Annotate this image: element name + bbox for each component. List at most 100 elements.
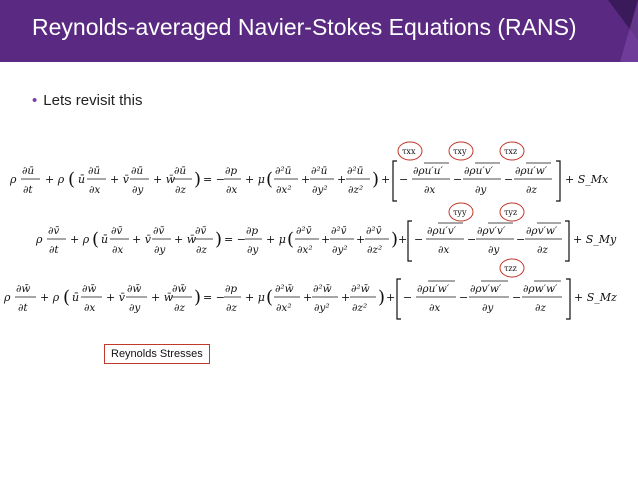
svg-text:+: +: [301, 173, 310, 186]
denominator: ∂z: [174, 302, 185, 314]
numerator: ∂ρv′w′: [526, 225, 558, 237]
numerator: ∂²w̄: [313, 283, 332, 295]
bullet-text: Lets revisit this: [43, 92, 143, 109]
svg-text:−: −: [399, 173, 408, 186]
plus-v-bar: + v̄: [110, 173, 130, 186]
svg-text:): ): [391, 229, 398, 250]
svg-text:+: +: [381, 173, 390, 186]
numerator: ∂p: [246, 225, 258, 237]
numerator: ∂w̄: [127, 283, 141, 295]
denominator: ∂z: [537, 244, 548, 256]
u-bar: ū: [72, 291, 79, 304]
denominator: ∂y: [482, 302, 494, 314]
tau-yz-label: τyz: [504, 208, 517, 217]
equals-minus: = −: [224, 233, 246, 246]
plus-w-bar: + w̄: [153, 173, 176, 186]
denominator: ∂x²: [297, 244, 313, 256]
equals-minus: = −: [203, 291, 225, 304]
svg-text:): ): [372, 169, 379, 190]
tau-yz-circle: [499, 202, 525, 222]
plus-rho: + ρ: [45, 173, 65, 186]
svg-text:−: −: [504, 173, 513, 186]
denominator: ∂y: [154, 244, 166, 256]
tau-xz-circle: [499, 141, 525, 161]
svg-text:(: (: [266, 287, 273, 308]
numerator: ∂w̄: [82, 283, 96, 295]
tau-xx-label: τxx: [402, 147, 416, 156]
numerator: ∂w̄: [172, 283, 186, 295]
equation-row-z: ρ ∂w̄ ∂t + ρ ( ū ∂w̄ ∂x + v̄ ∂w̄ ∂y + w̄…: [3, 278, 617, 320]
numerator: ∂v̄: [195, 225, 207, 237]
numerator: ∂v̄: [153, 225, 165, 237]
svg-text:−: −: [467, 233, 476, 246]
reynolds-stresses-box: Reynolds Stresses: [104, 344, 210, 364]
denominator: ∂y: [488, 244, 500, 256]
svg-text:): ): [378, 287, 385, 308]
denominator: ∂x: [424, 184, 435, 196]
denominator: ∂y: [132, 184, 144, 196]
source-term: + S_My: [573, 233, 617, 246]
rho: ρ: [3, 291, 11, 304]
tau-yy-circle: [448, 202, 474, 222]
plus-rho: + ρ: [70, 233, 90, 246]
denominator: ∂y²: [332, 244, 348, 256]
svg-text:+: +: [386, 291, 395, 304]
numerator: ∂²ū: [347, 165, 364, 177]
denominator: ∂t: [23, 184, 33, 196]
source-term: + S_Mx: [565, 173, 609, 186]
svg-text:+: +: [337, 173, 346, 186]
numerator: ∂²w̄: [351, 283, 370, 295]
u-bar: ū: [101, 233, 108, 246]
denominator: ∂x: [89, 184, 100, 196]
denominator: ∂z²: [352, 302, 367, 314]
svg-text:): ): [194, 169, 201, 190]
svg-text:−: −: [453, 173, 462, 186]
plus-w-bar: + w̄: [174, 233, 197, 246]
numerator: ∂²v̄: [366, 225, 382, 237]
numerator: ∂ū: [22, 165, 34, 177]
svg-text:): ): [215, 229, 222, 250]
plus-rho: + ρ: [40, 291, 60, 304]
slide-header: [0, 0, 638, 62]
svg-text:(: (: [266, 169, 273, 190]
equation-row-y: ρ ∂v̄ ∂t + ρ ( ū ∂v̄ ∂x + v̄ ∂v̄ ∂y + w̄…: [35, 220, 617, 262]
slide-title: Reynolds-averaged Navier-Stokes Equation…: [32, 14, 577, 40]
denominator: ∂y²: [312, 184, 328, 196]
numerator: ∂ū: [131, 165, 143, 177]
numerator: ∂w̄: [16, 283, 30, 295]
tau-zz-label: τzz: [504, 264, 517, 273]
tau-zz-circle: [499, 258, 525, 278]
tau-xy-circle: [448, 141, 474, 161]
denominator: ∂t: [18, 302, 28, 314]
svg-text:−: −: [459, 291, 468, 304]
numerator: ∂ρu′u′: [413, 165, 444, 177]
denominator: ∂y: [247, 244, 259, 256]
equals-minus: = −: [203, 173, 225, 186]
denominator: ∂z: [526, 184, 537, 196]
bullet-dot: •: [32, 92, 38, 109]
svg-text:(: (: [92, 229, 99, 250]
denominator: ∂t: [49, 244, 59, 256]
svg-text:): ): [194, 287, 201, 308]
plus-v-bar: + v̄: [106, 291, 126, 304]
denominator: ∂x: [429, 302, 440, 314]
plus-v-bar: + v̄: [132, 233, 152, 246]
svg-text:+: +: [356, 233, 365, 246]
numerator: ∂p: [225, 283, 237, 295]
tau-labels: τxx τxy τxz τyy τyz τzz: [397, 141, 525, 278]
numerator: ∂ρu′w′: [515, 165, 548, 177]
denominator: ∂x: [112, 244, 123, 256]
corner-chevron-decoration: [608, 0, 638, 62]
numerator: ∂ρu′w′: [417, 283, 450, 295]
svg-text:−: −: [516, 233, 525, 246]
denominator: ∂y: [475, 184, 487, 196]
numerator: ∂²w̄: [275, 283, 294, 295]
denominator: ∂z²: [367, 244, 382, 256]
svg-text:(: (: [287, 229, 294, 250]
numerator: ∂ρu′v′: [464, 165, 494, 177]
denominator: ∂x²: [276, 302, 292, 314]
numerator: ∂²ū: [311, 165, 328, 177]
plus-mu: + μ: [266, 233, 286, 246]
denominator: ∂x²: [276, 184, 292, 196]
denominator: ∂z: [535, 302, 546, 314]
